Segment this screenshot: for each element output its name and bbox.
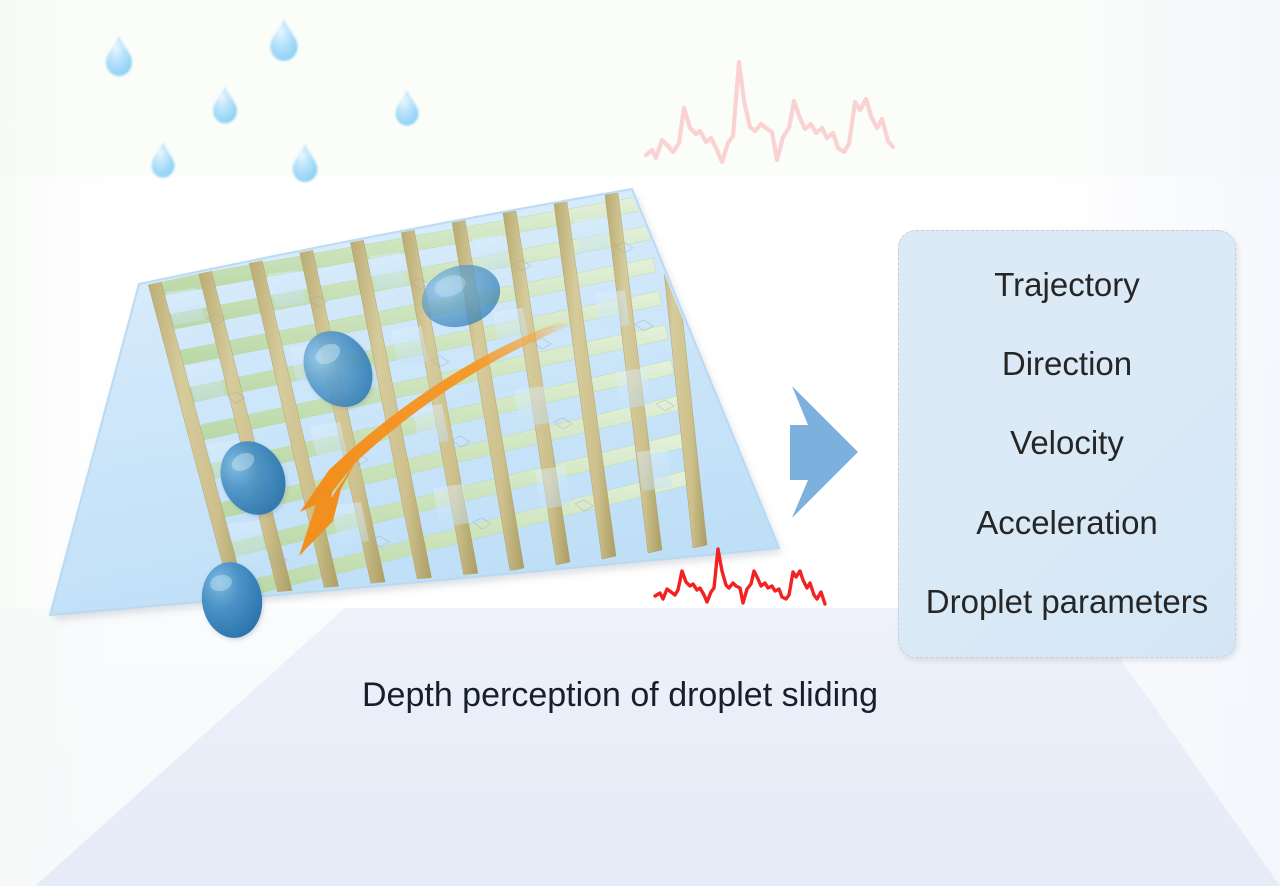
sliding-droplet-1	[421, 264, 501, 328]
panel-item-trajectory: Trajectory	[994, 266, 1140, 304]
output-parameters-panel: Trajectory Direction Velocity Accelerati…	[898, 230, 1236, 658]
flow-arrow-shape	[790, 386, 858, 518]
panel-item-acceleration: Acceleration	[976, 503, 1158, 541]
mesh-outline	[48, 187, 781, 617]
panel-item-droplet-parameters: Droplet parameters	[925, 582, 1209, 620]
sliding-droplet-3	[220, 441, 286, 515]
sliding-droplet-4	[201, 562, 263, 638]
panel-item-velocity: Velocity	[1010, 424, 1124, 462]
sliding-droplet-2	[303, 331, 373, 407]
figure-caption-text: Depth perception of droplet sliding	[362, 676, 878, 714]
arrow-head	[299, 463, 355, 556]
figure-caption: Depth perception of droplet sliding	[0, 676, 1260, 715]
panel-item-direction: Direction	[1001, 345, 1133, 383]
